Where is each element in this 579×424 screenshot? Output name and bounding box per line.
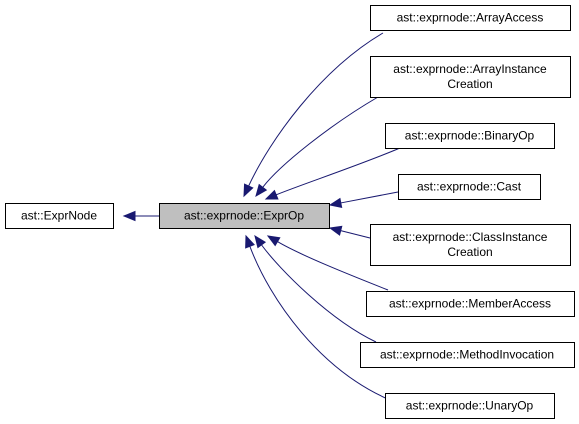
inheritance-edge-arrayaccess-to-exprop (248, 32, 384, 187)
class-node-label: ast::exprnode::Cast (417, 180, 522, 194)
inheritance-arrowhead-classinstancecreation (328, 225, 343, 236)
class-node-box (5, 203, 114, 229)
inheritance-edge-methodinvocation-to-exprop (261, 244, 377, 343)
inheritance-edge-classinstancecreation-to-exprop (340, 230, 371, 239)
class-node-label: ast::exprnode::BinaryOp (405, 129, 535, 143)
inheritance-arrowhead-arrayaccess (243, 183, 254, 198)
class-node-box (370, 56, 571, 98)
inheritance-arrowhead-binaryop (264, 189, 279, 200)
inheritance-arrowhead-memberaccess (266, 235, 281, 247)
class-node-label: Creation (447, 245, 492, 259)
inheritance-edge-binaryop-to-exprop (275, 147, 401, 196)
inheritance-edge-unaryop-to-exprop (249, 246, 391, 401)
class-node-label: ast::exprnode::ExprOp (184, 209, 304, 223)
class-node-label: ast::exprnode::ArrayAccess (397, 11, 544, 25)
class-node-box (370, 224, 571, 266)
inheritance-edge-cast-to-exprop (340, 191, 399, 204)
class-node-cast[interactable]: ast::exprnode::Cast (398, 174, 541, 200)
edges-layer (122, 32, 401, 401)
class-node-exprnode[interactable]: ast::ExprNode (5, 203, 114, 229)
class-node-unaryop[interactable]: ast::exprnode::UnaryOp (385, 393, 555, 419)
class-node-box (385, 123, 555, 149)
class-node-box (385, 393, 555, 419)
class-node-exprop: ast::exprnode::ExprOp (159, 203, 330, 229)
inheritance-arrowhead-cast (328, 197, 343, 208)
inheritance-arrowhead-unaryop (245, 234, 255, 249)
class-node-label: ast::exprnode::MemberAccess (389, 297, 551, 311)
class-node-box (360, 342, 575, 368)
class-node-box (366, 291, 575, 317)
class-node-memberaccess[interactable]: ast::exprnode::MemberAccess (366, 291, 575, 317)
inheritance-edge-arrayinstancecreation-to-exprop (262, 96, 379, 188)
inheritance-arrowhead-arrayinstancecreation (255, 183, 268, 198)
class-node-label: Creation (447, 77, 492, 91)
inheritance-edge-memberaccess-to-exprop (277, 241, 389, 291)
inheritance-arrowhead-exprop (122, 210, 136, 222)
class-node-label: ast::ExprNode (21, 209, 97, 223)
class-node-binaryop[interactable]: ast::exprnode::BinaryOp (385, 123, 555, 149)
class-node-box (370, 5, 571, 31)
class-node-label: ast::exprnode::ArrayInstance (393, 62, 547, 76)
inheritance-arrowhead-methodinvocation (254, 234, 267, 249)
class-node-box (398, 174, 541, 200)
class-node-label: ast::exprnode::MethodInvocation (380, 348, 554, 362)
class-node-box (159, 203, 330, 229)
class-node-label: ast::exprnode::UnaryOp (406, 399, 534, 413)
class-node-methodinvocation[interactable]: ast::exprnode::MethodInvocation (360, 342, 575, 368)
class-node-arrayaccess[interactable]: ast::exprnode::ArrayAccess (370, 5, 571, 31)
class-node-label: ast::exprnode::ClassInstance (393, 230, 548, 244)
